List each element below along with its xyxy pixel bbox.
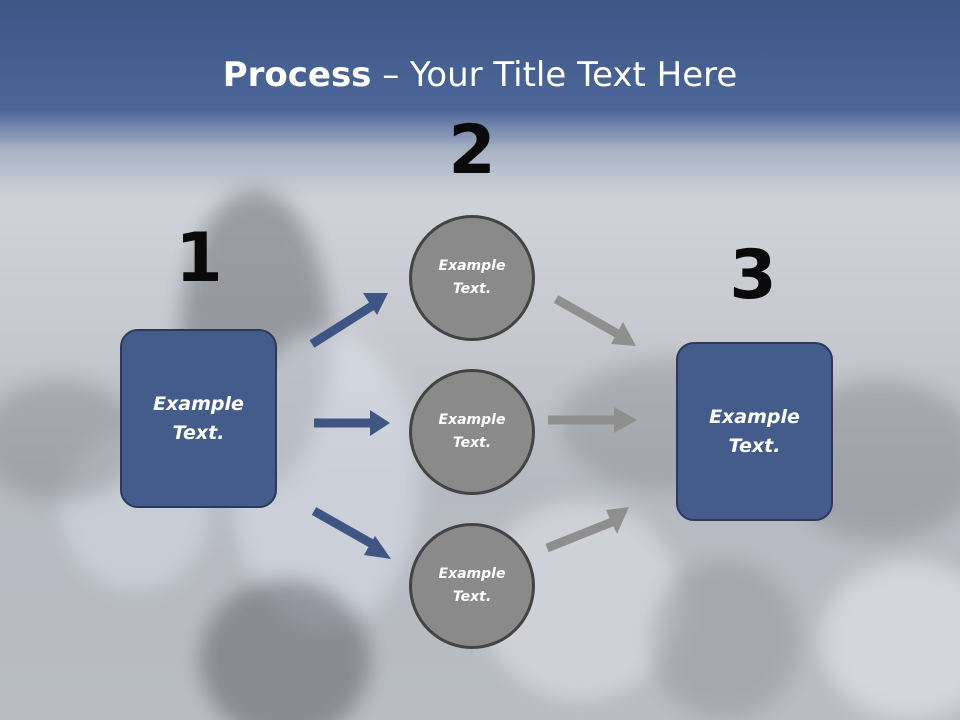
- title-rest: – Your Title Text Here: [371, 55, 738, 95]
- step-number-3: 3: [729, 236, 777, 315]
- step-2-circle-top: Example Text.: [409, 215, 535, 341]
- arrowhead-1-bottom: [364, 536, 391, 559]
- step-3-label: Example Text.: [709, 405, 800, 457]
- circle-top-label: Example Text.: [438, 258, 506, 297]
- arrowhead-middle-3: [614, 407, 637, 433]
- step-2-circle-middle: Example Text.: [409, 369, 535, 495]
- step-number-2: 2: [448, 111, 496, 190]
- arrowhead-1-middle: [370, 410, 390, 436]
- arrowhead-top-3: [611, 322, 636, 346]
- step-number-1: 1: [175, 219, 223, 298]
- arrow-top-to-3: [553, 295, 621, 338]
- arrowhead-1-top: [363, 293, 388, 315]
- circle-middle-label: Example Text.: [438, 412, 506, 451]
- arrow-1-to-bottom: [311, 507, 377, 549]
- title-bold: Process: [222, 55, 372, 95]
- arrowhead-bottom-3: [606, 507, 629, 534]
- circle-bottom-label: Example Text.: [438, 566, 506, 605]
- step-3-box: Example Text.: [676, 342, 833, 521]
- step-2-circle-bottom: Example Text.: [409, 523, 535, 649]
- step-1-box: Example Text.: [120, 329, 277, 508]
- arrow-1-to-top: [309, 302, 375, 348]
- step-1-label: Example Text.: [153, 392, 244, 444]
- slide-title: Process – Your Title Text Here: [0, 52, 960, 98]
- arrow-bottom-to-3: [545, 517, 614, 553]
